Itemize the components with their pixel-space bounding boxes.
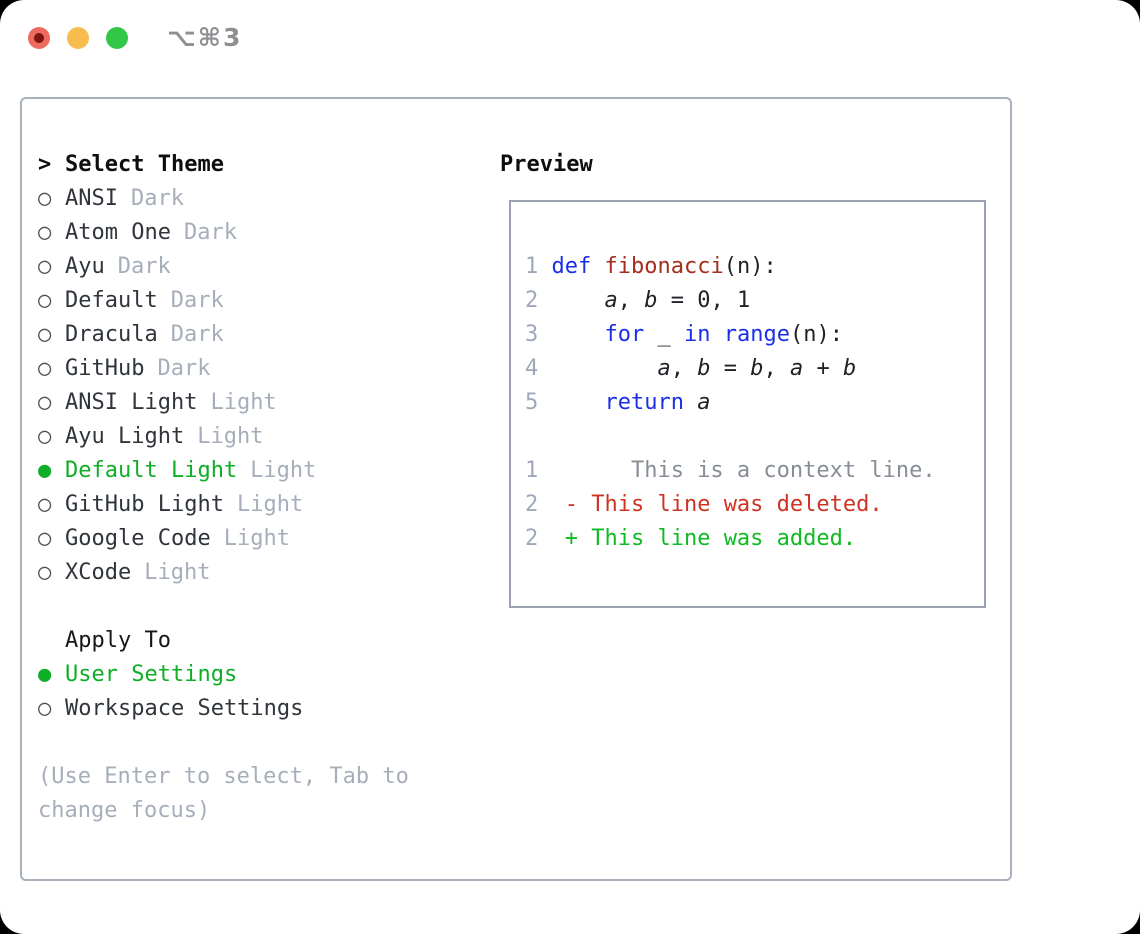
preview-pane: 1 def fibonacci(n): 2 a, b = 0, 1 3 for … <box>509 200 986 608</box>
theme-option-ansi-dark[interactable]: ○ ANSI Dark <box>38 182 409 216</box>
theme-name: Dracula <box>65 322 158 347</box>
theme-variant: Light <box>236 492 304 517</box>
theme-variant: Light <box>250 458 317 483</box>
spacer-row <box>38 726 409 760</box>
code-line: 3 for _ in range(n): <box>525 322 843 347</box>
diff-deleted-line: 2 - This line was deleted. <box>525 492 883 517</box>
apply-to-header: Apply To <box>38 624 409 658</box>
theme-name: Ayu Light <box>65 424 185 449</box>
theme-option-dracula-dark[interactable]: ○ Dracula Dark <box>38 318 409 352</box>
help-text-line-1: (Use Enter to select, Tab to <box>38 764 409 789</box>
spacer-row <box>38 590 409 624</box>
radio-selected-icon: ● <box>38 662 52 687</box>
theme-name: XCode <box>65 560 132 585</box>
preview-header: Preview <box>500 152 593 177</box>
theme-option-default-dark[interactable]: ○ Default Dark <box>38 284 409 318</box>
theme-variant: Light <box>197 424 264 449</box>
minimize-button[interactable] <box>67 27 89 49</box>
radio-icon: ○ <box>38 220 52 245</box>
theme-name: GitHub Light <box>65 492 224 517</box>
theme-name: Atom One <box>65 220 171 245</box>
theme-name: GitHub <box>65 356 145 381</box>
radio-icon: ○ <box>38 526 52 551</box>
apply-to-title: Apply To <box>65 628 171 653</box>
window-title: ⌥⌘3 <box>167 23 243 52</box>
radio-icon: ○ <box>38 254 52 279</box>
theme-option-default-light[interactable]: ● Default Light Light <box>38 454 409 488</box>
theme-variant: Dark <box>170 322 224 347</box>
theme-variant: Dark <box>157 356 211 381</box>
select-theme-title: Select Theme <box>65 152 224 177</box>
theme-name: Google Code <box>65 526 211 551</box>
theme-variant: Light <box>223 526 290 551</box>
theme-variant: Dark <box>117 254 171 279</box>
theme-option-github-dark[interactable]: ○ GitHub Dark <box>38 352 409 386</box>
radio-icon: ○ <box>38 492 52 517</box>
theme-name: ANSI Light <box>65 390 198 415</box>
code-line: 4 a, b = b, a + b <box>525 356 857 381</box>
theme-variant: Light <box>210 390 277 415</box>
theme-variant: Dark <box>130 186 184 211</box>
theme-option-atom-one-dark[interactable]: ○ Atom One Dark <box>38 216 409 250</box>
radio-icon: ○ <box>38 356 52 381</box>
theme-option-google-code[interactable]: ○ Google Code Light <box>38 522 409 556</box>
close-button-dot <box>34 33 44 43</box>
radio-icon: ○ <box>38 424 52 449</box>
diff-context-line: 1 This is a context line. <box>525 458 936 483</box>
code-line: 1 def fibonacci(n): <box>525 254 777 279</box>
radio-icon: ○ <box>38 696 52 721</box>
theme-option-ayu-light[interactable]: ○ Ayu Light Light <box>38 420 409 454</box>
diff-added-line: 2 + This line was added. <box>525 526 857 551</box>
theme-option-ayu-dark[interactable]: ○ Ayu Dark <box>38 250 409 284</box>
radio-selected-icon: ● <box>38 458 52 483</box>
code-line: 5 return a <box>525 390 711 415</box>
prompt-icon: > <box>38 152 52 177</box>
theme-option-ansi-light[interactable]: ○ ANSI Light Light <box>38 386 409 420</box>
theme-option-xcode[interactable]: ○ XCode Light <box>38 556 409 590</box>
close-button[interactable] <box>28 27 50 49</box>
apply-option-workspace-settings[interactable]: ○ Workspace Settings <box>38 692 409 726</box>
blank-line <box>525 420 984 454</box>
apply-option-user-settings[interactable]: ● User Settings <box>38 658 409 692</box>
code-preview: 1 def fibonacci(n): 2 a, b = 0, 1 3 for … <box>511 202 984 556</box>
theme-variant: Dark <box>170 288 224 313</box>
select-theme-header: > Select Theme <box>38 148 409 182</box>
radio-icon: ○ <box>38 186 52 211</box>
zoom-button[interactable] <box>106 27 128 49</box>
code-line: 2 a, b = 0, 1 <box>525 288 751 313</box>
help-text-line-2: change focus) <box>38 798 211 823</box>
apply-option-label: Workspace Settings <box>65 696 304 721</box>
theme-name: Default Light <box>65 458 238 483</box>
radio-icon: ○ <box>38 560 52 585</box>
theme-variant: Dark <box>183 220 237 245</box>
theme-option-github-light[interactable]: ○ GitHub Light Light <box>38 488 409 522</box>
radio-icon: ○ <box>38 322 52 347</box>
radio-icon: ○ <box>38 390 52 415</box>
theme-variant: Light <box>144 560 211 585</box>
theme-name: Ayu <box>65 254 105 279</box>
theme-name: ANSI <box>65 186 118 211</box>
radio-icon: ○ <box>38 288 52 313</box>
theme-name: Default <box>65 288 158 313</box>
apply-option-label: User Settings <box>65 662 238 687</box>
